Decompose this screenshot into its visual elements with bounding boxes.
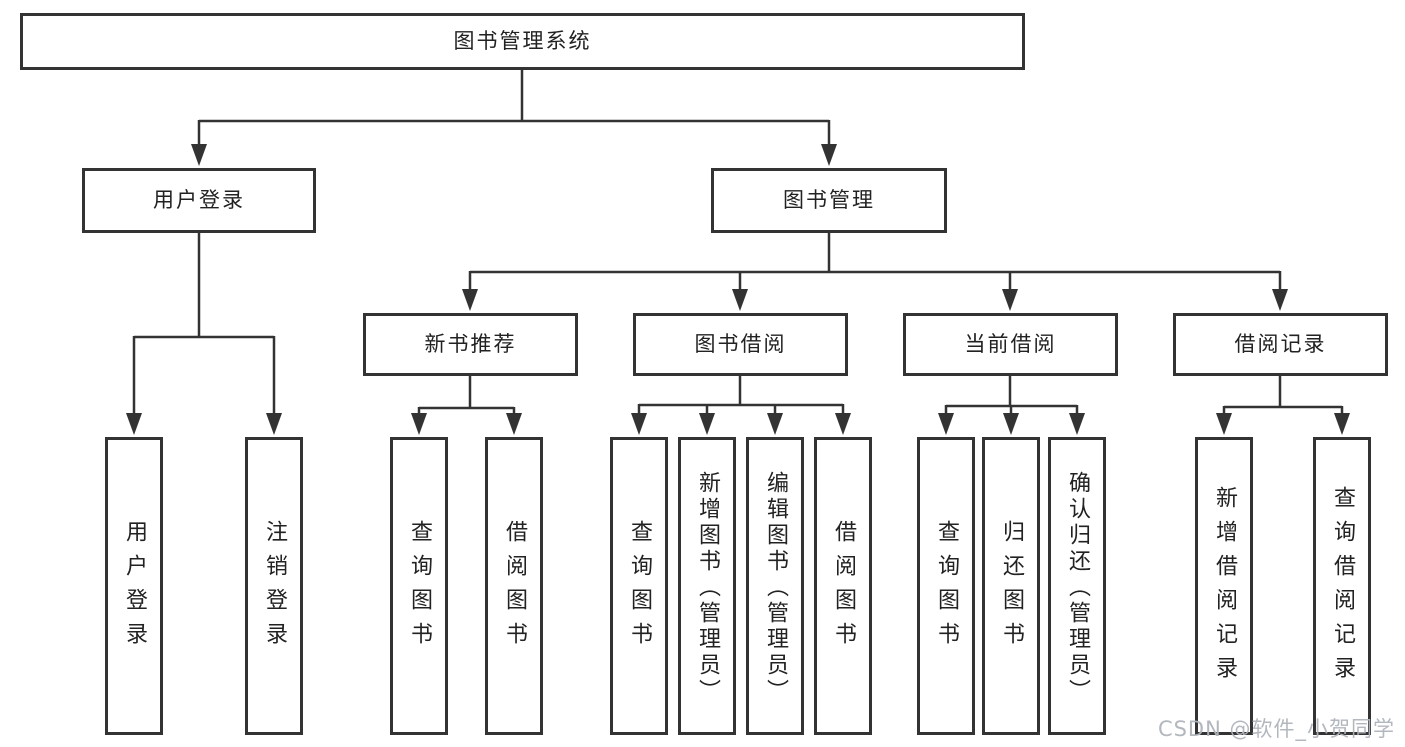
connector-book-borrow-to-leaves [637, 376, 845, 418]
leaf-query-books-borrow: 查询图书 [610, 437, 668, 735]
leaf-add-books-admin: 新增图书（管理员） [678, 437, 736, 735]
connector-user-login-to-leaves [132, 233, 276, 418]
connector-book-management-to-level3 [468, 233, 1282, 294]
leaf-query-books-current: 查询图书 [917, 437, 975, 735]
connector-borrow-records-to-leaves [1222, 376, 1344, 418]
arrowheads [126, 144, 1350, 435]
node-book-borrow: 图书借阅 [633, 313, 848, 376]
leaf-query-books-recommend: 查询图书 [390, 437, 448, 735]
node-borrow-records: 借阅记录 [1173, 313, 1388, 376]
leaf-add-borrow-record: 新增借阅记录 [1195, 437, 1253, 735]
node-root-library-system: 图书管理系统 [20, 13, 1025, 70]
leaf-borrow-books: 借阅图书 [814, 437, 872, 735]
leaf-query-borrow-record: 查询借阅记录 [1313, 437, 1371, 735]
connector-root-to-level2 [197, 70, 831, 150]
csdn-watermark: CSDN @软件_小贺同学 [1157, 717, 1395, 741]
node-new-book-recommend: 新书推荐 [363, 313, 578, 376]
node-user-login: 用户登录 [82, 168, 316, 233]
leaf-confirm-return-admin: 确认归还（管理员） [1048, 437, 1106, 735]
node-current-borrow: 当前借阅 [903, 313, 1118, 376]
connector-new-book-to-leaves [417, 376, 516, 418]
leaf-borrow-books-recommend: 借阅图书 [485, 437, 543, 735]
leaf-return-books: 归还图书 [982, 437, 1040, 735]
connector-lines [132, 70, 1344, 418]
node-book-management: 图书管理 [711, 168, 947, 233]
connector-current-borrow-to-leaves [944, 376, 1079, 418]
leaf-user-login: 用户登录 [105, 437, 163, 735]
leaf-edit-books-admin: 编辑图书（管理员） [746, 437, 804, 735]
leaf-logout-login: 注销登录 [245, 437, 303, 735]
